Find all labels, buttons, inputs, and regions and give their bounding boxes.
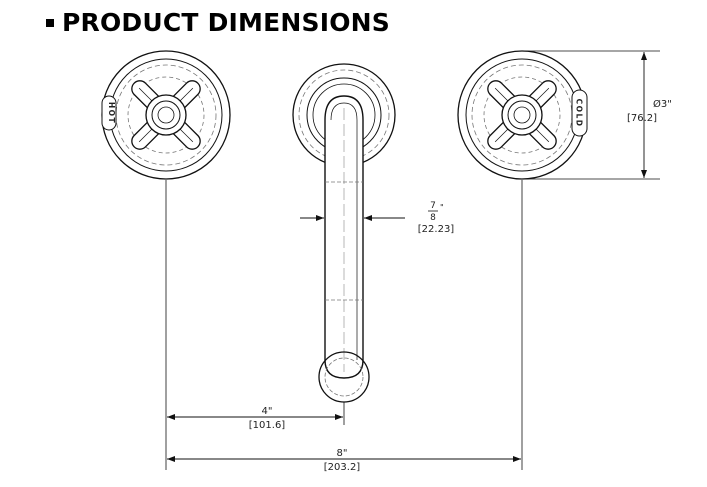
- hot-label: HOT: [107, 102, 116, 124]
- spout-width-mm: [22.23]: [418, 224, 455, 235]
- diameter-inches: Ø3": [653, 98, 672, 110]
- extension-lines: [165, 50, 660, 470]
- cold-label: COLD: [575, 99, 584, 128]
- section-title-text: PRODUCT DIMENSIONS: [62, 8, 391, 37]
- cold-handle-view: [457, 50, 588, 180]
- center-spout-inches: 4": [262, 406, 273, 417]
- section-title: PRODUCT DIMENSIONS: [46, 8, 390, 37]
- spout-width-denominator: 8: [430, 213, 436, 223]
- spout-view: [292, 63, 396, 403]
- square-bullet-icon: [46, 18, 54, 27]
- center-center-inches: 8": [337, 448, 348, 459]
- hot-handle-view: [101, 50, 231, 180]
- spout-width-inch-mark: ": [440, 203, 444, 212]
- center-spout-mm: [101.6]: [249, 420, 286, 431]
- center-center-mm: [203.2]: [324, 462, 361, 473]
- diameter-mm: [76.2]: [627, 113, 657, 124]
- spout-width-numerator: 7: [430, 201, 436, 211]
